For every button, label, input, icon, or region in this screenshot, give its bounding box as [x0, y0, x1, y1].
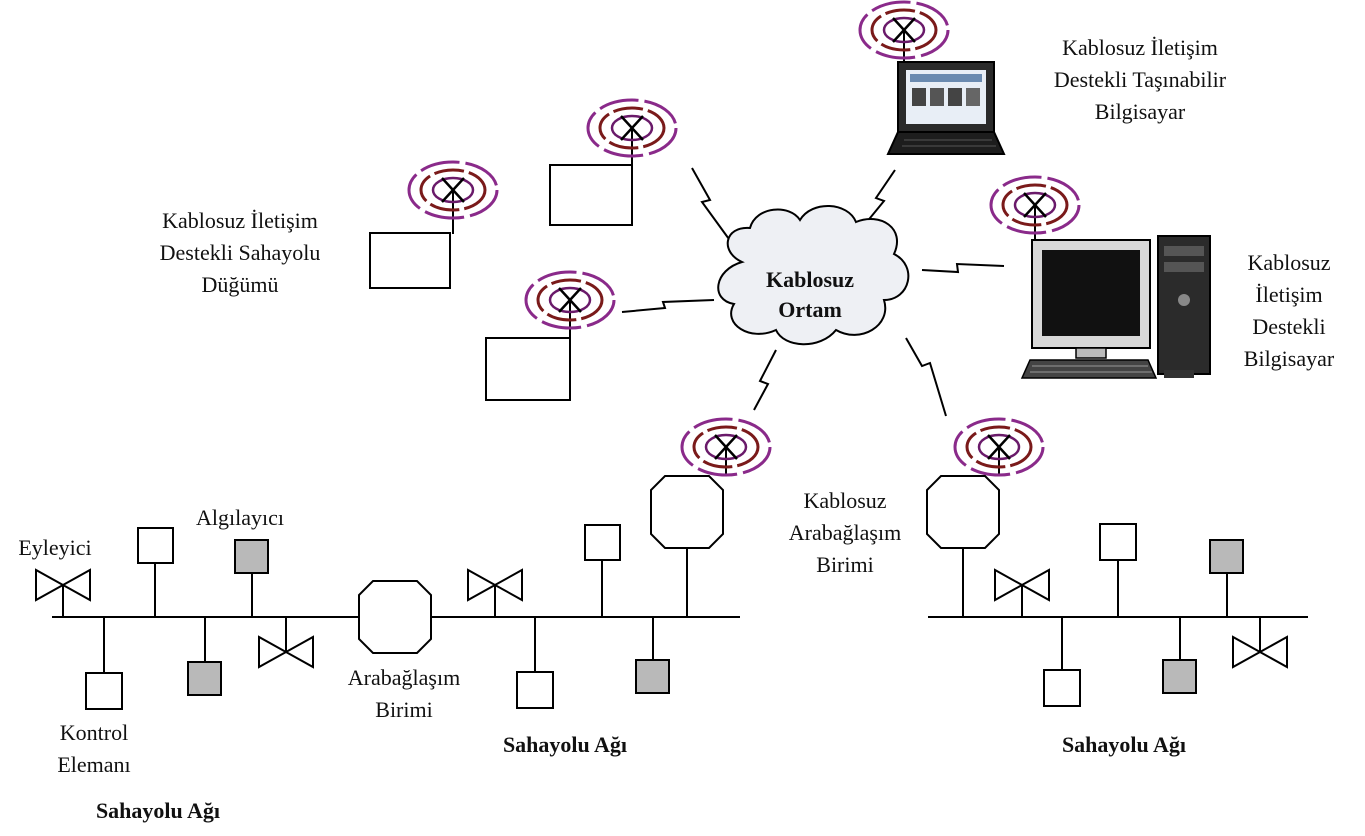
svg-text:Kablosuz: Kablosuz: [1247, 250, 1330, 275]
antenna-icon: [524, 270, 616, 330]
sensor-icon: [234, 539, 269, 574]
wireless-node-1: [369, 160, 499, 289]
antenna-icon: [586, 98, 678, 158]
antenna-icon: [407, 160, 499, 220]
label-controller: Kontrol Elemanı: [57, 720, 130, 777]
cloud-icon: [717, 205, 910, 346]
svg-text:Arabağlaşım: Arabağlaşım: [348, 665, 460, 690]
svg-text:Birimi: Birimi: [375, 697, 432, 722]
laptop-icon: [886, 61, 1006, 155]
svg-text:Birimi: Birimi: [816, 552, 873, 577]
svg-text:Destekli Sahayolu: Destekli Sahayolu: [160, 240, 321, 265]
cloud-label-line1: Kablosuz: [766, 267, 854, 292]
svg-text:Elemanı: Elemanı: [57, 752, 130, 777]
cloud-label-line2: Ortam: [778, 297, 842, 322]
svg-text:Bilgisayar: Bilgisayar: [1244, 346, 1335, 371]
desktop-computer-icon: [1020, 235, 1211, 379]
fieldbus-line-3: [928, 523, 1308, 707]
label-bridge: Arabağlaşım Birimi: [348, 665, 460, 722]
wireless-node-3: [485, 270, 616, 401]
label-bus-1: Sahayolu Ağı: [96, 798, 220, 823]
svg-text:Destekli Taşınabilir: Destekli Taşınabilir: [1054, 67, 1227, 92]
label-desktop: Kablosuz İletişim Destekli Bilgisayar: [1244, 250, 1335, 371]
svg-text:Kontrol: Kontrol: [60, 720, 128, 745]
sensor-icon: [187, 661, 222, 696]
sensor-icon: [1162, 659, 1197, 694]
svg-text:Kablosuz İletişim: Kablosuz İletişim: [1062, 35, 1218, 60]
sensor-icon: [1209, 539, 1244, 574]
wireless-links: [621, 167, 1005, 417]
label-bus-2: Sahayolu Ağı: [503, 732, 627, 757]
antenna-icon: [989, 175, 1081, 235]
svg-text:İletişim: İletişim: [1255, 282, 1322, 307]
label-node: Kablosuz İletişim Destekli Sahayolu Düğü…: [160, 208, 321, 297]
sensor-icon: [635, 659, 670, 694]
label-wireless-bridge: Kablosuz Arabağlaşım Birimi: [789, 488, 901, 577]
fieldbus-line-1: [35, 524, 740, 710]
wireless-bridge-2: [926, 417, 1045, 617]
svg-text:Destekli: Destekli: [1252, 314, 1325, 339]
wireless-bridge-1: [650, 417, 772, 617]
label-actuator: Eyleyici: [18, 535, 91, 560]
wireless-medium-cloud: Kablosuz Ortam: [717, 205, 910, 346]
label-sensor: Algılayıcı: [196, 505, 284, 530]
svg-text:Arabağlaşım: Arabağlaşım: [789, 520, 901, 545]
svg-text:Kablosuz İletişim: Kablosuz İletişim: [162, 208, 318, 233]
desktop-computer: [989, 175, 1211, 379]
antenna-icon: [680, 417, 772, 477]
bridge-unit: [358, 580, 432, 654]
antenna-icon: [953, 417, 1045, 477]
label-laptop: Kablosuz İletişim Destekli Taşınabilir B…: [1054, 35, 1227, 124]
wireless-node-2: [549, 98, 678, 226]
label-bus-3: Sahayolu Ağı: [1062, 732, 1186, 757]
laptop-computer: [858, 0, 1006, 155]
svg-text:Düğümü: Düğümü: [202, 272, 279, 297]
antenna-icon: [858, 0, 950, 60]
svg-text:Kablosuz: Kablosuz: [803, 488, 886, 513]
svg-text:Bilgisayar: Bilgisayar: [1095, 99, 1186, 124]
